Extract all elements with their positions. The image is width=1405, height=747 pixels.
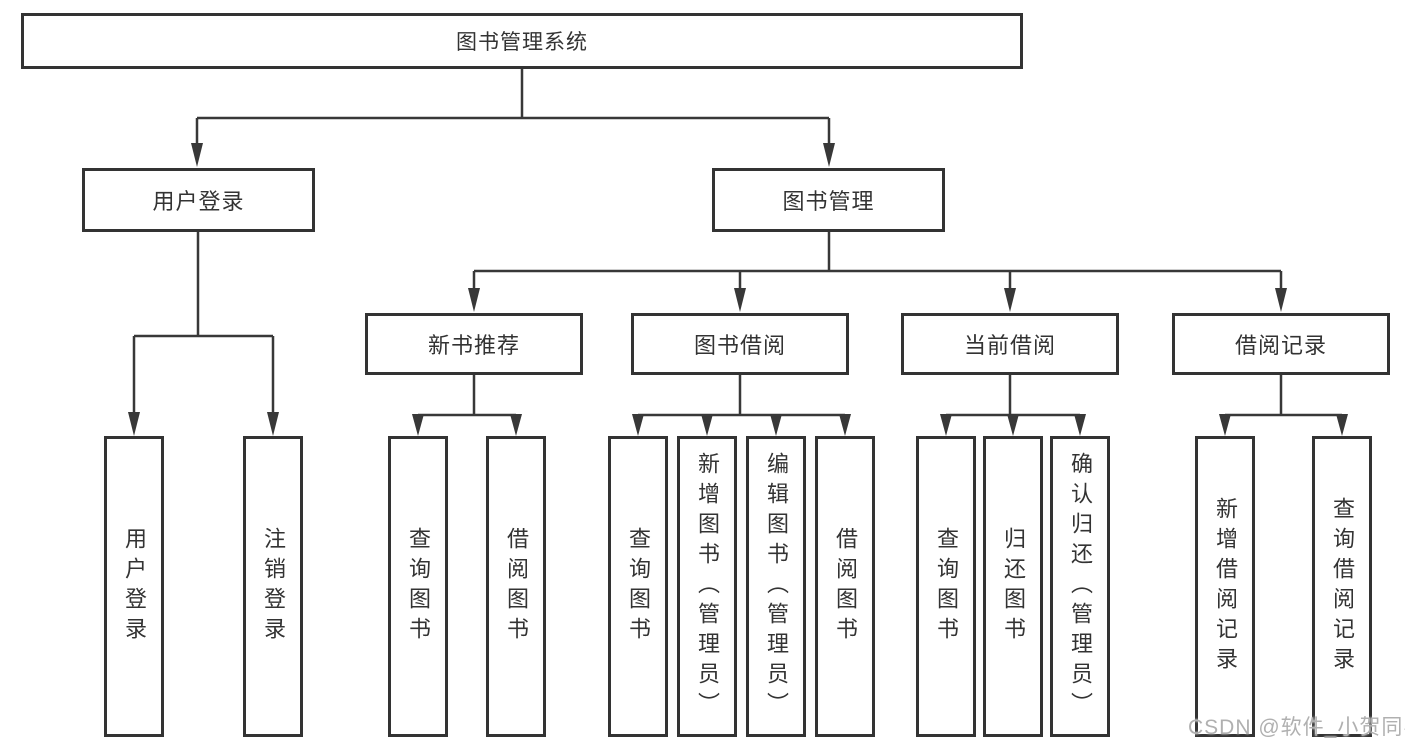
leaf-borrow-books: 借阅图书 [486,436,546,737]
leaf-add-borrow-record: 新增借阅记录 [1195,436,1255,737]
leaf-label: 查询借阅记录 [1330,496,1355,677]
leaf-query-books: 查询图书 [388,436,448,737]
leaf-label: 编辑图书（管理员） [764,451,789,722]
leaf-label: 查询图书 [626,526,651,647]
node-label: 当前借阅 [963,333,1056,358]
csdn-watermark: CSDN @软件_小贺同学 [1188,716,1405,739]
leaf-query-books: 查询图书 [608,436,668,737]
node-label: 图书管理系统 [456,31,588,54]
node-book-management-branch: 图书管理 [712,168,945,232]
leaf-return-books: 归还图书 [983,436,1043,737]
leaf-label: 查询图书 [406,526,431,647]
node-borrowing-records: 借阅记录 [1172,313,1390,375]
node-label: 用户登录 [152,189,245,214]
leaf-query-books: 查询图书 [916,436,976,737]
node-library-management-system: 图书管理系统 [21,13,1023,69]
leaf-label: 新增借阅记录 [1213,496,1238,677]
leaf-label: 确认归还（管理员） [1068,451,1093,722]
leaf-label: 借阅图书 [504,526,529,647]
leaf-label: 注销登录 [261,526,286,647]
leaf-logout: 注销登录 [243,436,303,737]
leaf-label: 用户登录 [122,526,147,647]
leaf-label: 查询图书 [934,526,959,647]
node-label: 图书管理 [782,189,875,214]
leaf-confirm-return-admin: 确认归还（管理员） [1050,436,1110,737]
leaf-user-login: 用户登录 [104,436,164,737]
leaf-edit-books-admin: 编辑图书（管理员） [746,436,806,737]
leaf-query-borrow-record: 查询借阅记录 [1312,436,1372,737]
leaf-label: 归还图书 [1001,526,1026,647]
leaf-label: 借阅图书 [833,526,858,647]
node-label: 借阅记录 [1234,333,1327,358]
node-user-login-branch: 用户登录 [82,168,315,232]
node-current-borrowing: 当前借阅 [901,313,1119,375]
node-label: 新书推荐 [427,333,520,358]
leaf-borrow-books: 借阅图书 [815,436,875,737]
node-label: 图书借阅 [693,333,786,358]
node-new-book-recommend: 新书推荐 [365,313,583,375]
leaf-label: 新增图书（管理员） [695,451,720,722]
leaf-add-books-admin: 新增图书（管理员） [677,436,737,737]
node-book-borrowing: 图书借阅 [631,313,849,375]
